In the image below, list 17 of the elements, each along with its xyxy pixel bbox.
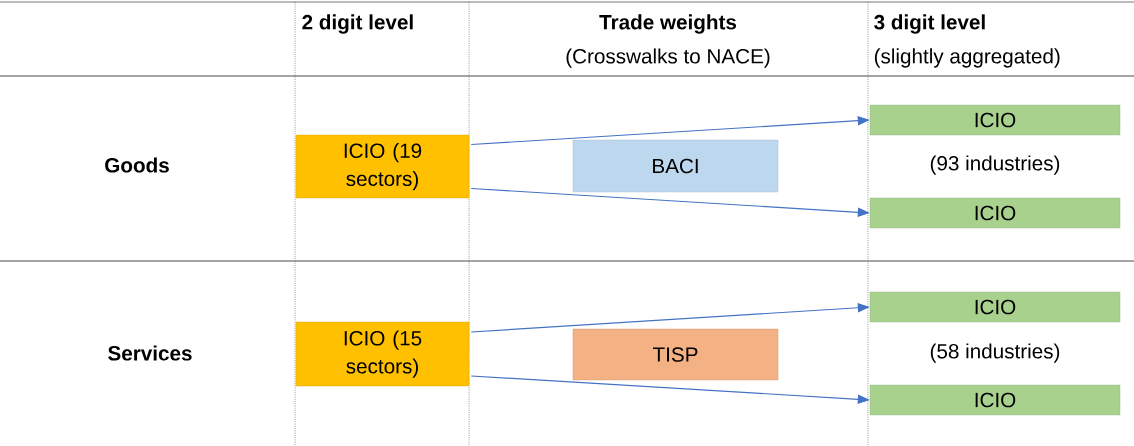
- industry-count: (93 industries): [930, 155, 1060, 175]
- column-header: Trade weights: [599, 14, 737, 34]
- data-source-box: TISP: [572, 328, 779, 381]
- industry-bar: ICIO: [869, 291, 1121, 323]
- column-subheader: (slightly aggregated): [874, 48, 1060, 68]
- sector-box: ICIO (15 sectors): [295, 321, 470, 387]
- row-label: Services: [108, 345, 192, 361]
- industry-bar: ICIO: [869, 197, 1121, 229]
- industry-bar: ICIO: [869, 384, 1121, 416]
- industry-bar: ICIO: [869, 104, 1121, 136]
- column-header: 3 digit level: [874, 14, 985, 34]
- industry-count: (58 industries): [930, 343, 1060, 363]
- data-source-box: BACI: [572, 139, 779, 193]
- row-label: Goods: [105, 157, 169, 173]
- sector-box: ICIO (19 sectors): [295, 134, 470, 199]
- column-header: 2 digit level: [302, 14, 413, 34]
- column-subheader: (Crosswalks to NACE): [566, 48, 770, 68]
